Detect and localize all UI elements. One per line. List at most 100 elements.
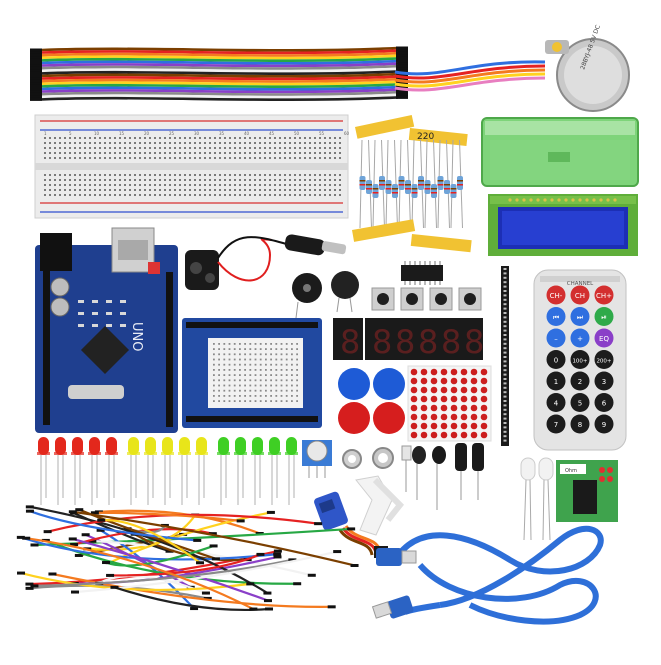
breadboard-hole xyxy=(204,174,206,176)
mini-breadboard-hole xyxy=(270,395,272,397)
breadboard-hole xyxy=(259,157,261,159)
mini-breadboard-hole xyxy=(296,343,298,345)
mini-breadboard-hole xyxy=(228,363,231,366)
breadboard-hole xyxy=(294,152,296,154)
breadboard-hole xyxy=(69,142,71,144)
remote-key-label: CH xyxy=(575,292,585,300)
breadboard-hole xyxy=(254,147,256,149)
matrix-led xyxy=(410,386,418,394)
header-pin xyxy=(503,320,507,323)
breadboard-hole xyxy=(74,174,76,176)
breadboard-hole xyxy=(259,194,261,196)
mini-breadboard-hole xyxy=(233,374,236,376)
resistor-band xyxy=(379,180,385,182)
breadboard-hole xyxy=(144,189,146,191)
breadboard-hole xyxy=(54,142,56,144)
breadboard-hole xyxy=(329,137,331,139)
ic-leg xyxy=(414,261,416,265)
breadboard-column-number: 15 xyxy=(119,131,125,136)
breadboard-hole xyxy=(144,194,146,196)
resistor-lead xyxy=(411,139,415,229)
mini-breadboard-hole xyxy=(280,395,283,397)
breadboard-hole xyxy=(104,147,106,149)
breadboard-hole xyxy=(279,142,281,144)
jumper-plug xyxy=(96,528,105,532)
mini-breadboard-hole xyxy=(285,400,288,402)
breadboard-hole xyxy=(94,147,96,149)
breadboard-hole xyxy=(139,137,141,139)
mini-breadboard-hole xyxy=(280,400,283,402)
breadboard-hole xyxy=(259,189,261,191)
breadboard-hole xyxy=(129,184,131,186)
mini-breadboard-hole xyxy=(296,358,298,361)
header-pin xyxy=(503,347,507,350)
breadboard-hole xyxy=(169,147,171,149)
breadboard-hole xyxy=(269,157,271,159)
mini-breadboard-hole xyxy=(254,348,257,350)
breadboard-hole xyxy=(114,152,116,154)
resistor-band xyxy=(405,188,411,190)
breadboard-hole xyxy=(284,147,286,149)
breadboard-hole xyxy=(204,142,206,144)
mini-breadboard-hole xyxy=(223,358,226,361)
breadboard-hole xyxy=(84,194,86,196)
breadboard-hole xyxy=(239,147,241,149)
breadboard-hole xyxy=(84,184,86,186)
resistor-body xyxy=(372,184,379,198)
jumper-wire xyxy=(110,553,261,577)
breadboard-hole xyxy=(254,194,256,196)
board-label: UNO xyxy=(129,322,144,351)
breadboard-hole xyxy=(294,142,296,144)
breadboard-hole xyxy=(249,157,251,159)
mini-breadboard-hole xyxy=(218,369,220,371)
breadboard-hole xyxy=(334,174,336,176)
mini-breadboard-hole xyxy=(259,379,262,382)
led-body xyxy=(269,437,280,455)
mini-breadboard-hole xyxy=(265,389,267,392)
breadboard-column-number: 25 xyxy=(169,131,175,136)
breadboard-hole xyxy=(324,184,326,186)
breadboard-hole xyxy=(274,179,276,181)
mini-breadboard-hole xyxy=(244,343,246,345)
breadboard-hole xyxy=(154,152,156,154)
breadboard-hole xyxy=(289,142,291,144)
remote-key-label: CH+ xyxy=(596,292,612,300)
breadboard-hole xyxy=(319,184,321,186)
mini-breadboard-hole xyxy=(218,348,220,350)
led-rim xyxy=(105,452,118,455)
ribbon-plug xyxy=(30,71,42,75)
breadboard-hole xyxy=(294,174,296,176)
breadboard-hole xyxy=(74,189,76,191)
breadboard-hole xyxy=(314,184,316,186)
mini-breadboard-hole xyxy=(280,369,283,371)
breadboard-hole xyxy=(124,147,126,149)
breadboard-hole xyxy=(244,142,246,144)
breadboard-hole xyxy=(109,174,111,176)
breadboard-hole xyxy=(99,142,101,144)
breadboard-hole xyxy=(179,157,181,159)
jumper-plug xyxy=(43,530,52,534)
breadboard-hole xyxy=(144,137,146,139)
breadboard-hole xyxy=(149,142,151,144)
breadboard-hole xyxy=(129,174,131,176)
breadboard-hole xyxy=(274,152,276,154)
breadboard-hole xyxy=(274,189,276,191)
breadboard-hole xyxy=(64,194,66,196)
remote-key-label: – xyxy=(554,335,558,343)
breadboard-hole xyxy=(64,179,66,181)
header-pin xyxy=(503,303,507,306)
header-pin xyxy=(503,378,507,380)
breadboard-hole xyxy=(184,184,186,186)
breadboard-hole xyxy=(324,189,326,191)
jumper-plug xyxy=(273,552,282,556)
breadboard-hole xyxy=(69,137,71,139)
mini-breadboard-hole xyxy=(254,374,257,376)
mini-breadboard-hole xyxy=(244,363,246,366)
mini-breadboard-hole xyxy=(213,395,215,397)
stepper-motor: 28BYJ-48 5V DC xyxy=(394,24,630,112)
breadboard-hole xyxy=(239,194,241,196)
matrix-led xyxy=(420,422,428,430)
breadboard-hole xyxy=(129,194,131,196)
breadboard-hole xyxy=(294,189,296,191)
jumper-plug xyxy=(48,572,57,576)
